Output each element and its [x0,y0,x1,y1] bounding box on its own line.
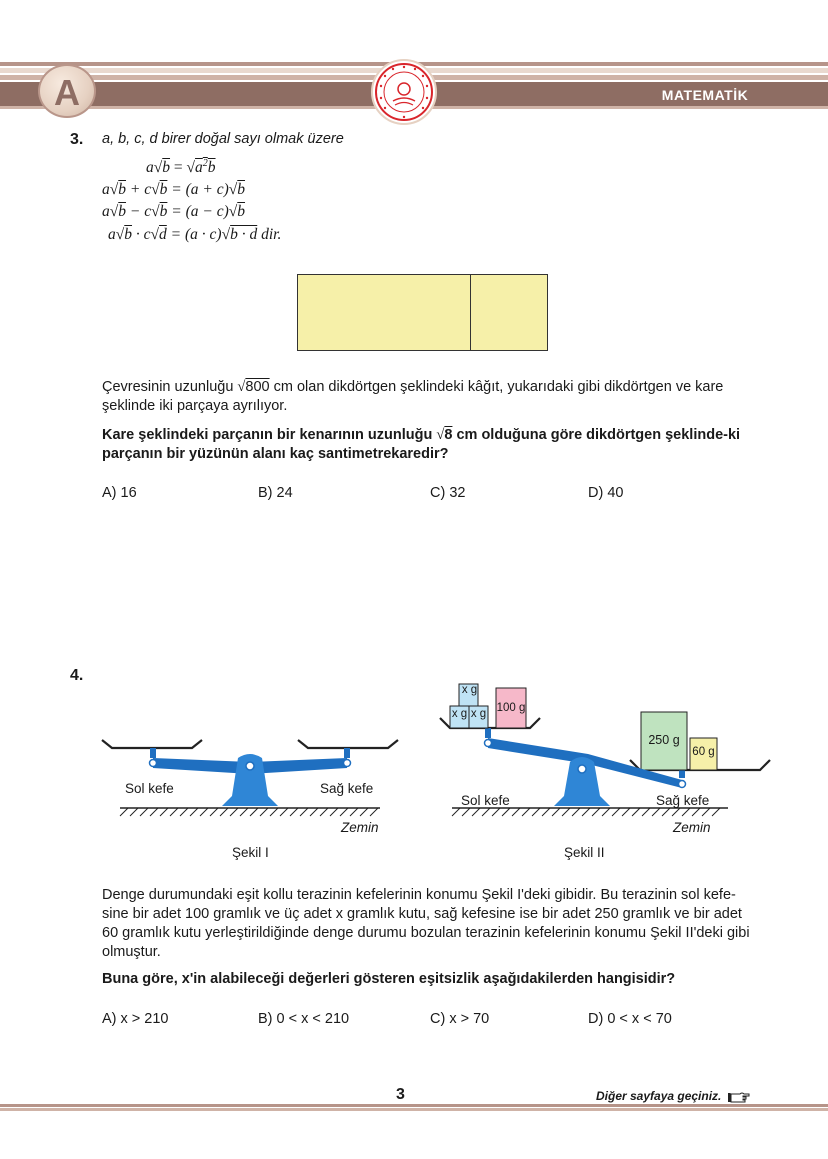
q4-option-c[interactable]: C) x > 70 [430,1011,490,1027]
formula-2: a√b + c√b = (a + c)√b [102,181,246,198]
q3-option-a[interactable]: A) 16 [102,485,137,501]
subject-title: MATEMATİK [661,87,749,103]
fig2-right-pan-label: Sağ kefe [656,793,710,808]
fig2-caption: Şekil II [564,845,605,860]
next-page-note: Diğer sayfaya geçiniz. [596,1089,750,1103]
question-4-number: 4. [70,667,84,684]
question-3-intro: a, b, c, d birer doğal sayı olmak üzere [102,131,344,147]
box-250g-label: 250 g [648,733,680,747]
q4-option-b[interactable]: B) 0 < x < 210 [258,1011,350,1027]
box-x-left-label: x g [451,708,468,720]
fig1-caption: Şekil I [232,845,269,860]
q3-option-c[interactable]: C) 32 [430,485,466,501]
box-60g-label: 60 g [692,746,715,758]
booklet-type-badge: A [38,64,96,118]
formula-4: a√b · c√d = (a · c)√b · d dir. [108,226,282,243]
formula-3: a√b − c√b = (a − c)√b [102,203,246,220]
question-3-number: 3. [70,131,84,148]
paper-cut-line [470,274,472,351]
box-x-top-label: x g [461,684,478,696]
q4-option-a[interactable]: A) x > 210 [102,1011,169,1027]
box-x-right-label: x g [470,708,487,720]
paper-rectangle-figure [297,274,548,351]
q4-option-d[interactable]: D) 0 < x < 70 [588,1011,672,1027]
box-100g-label: 100 g [496,702,526,714]
fig2-left-pan-label: Sol kefe [461,793,510,808]
ministry-seal-logo [371,59,437,125]
formula-1: a√b = √a2b [146,158,216,177]
footer-band [0,1104,828,1111]
pointing-hand-icon [727,1092,750,1103]
fig1-left-pan-label: Sol kefe [125,781,174,796]
q3-option-b[interactable]: B) 24 [258,485,293,501]
q3-option-d[interactable]: D) 40 [588,485,624,501]
booklet-type-letter: A [54,72,80,113]
scale-figure-1 [101,739,399,817]
fig1-right-pan-label: Sağ kefe [320,781,374,796]
question-3-paragraph: Çevresinin uzunluğu √800 cm olan dikdört… [102,379,724,414]
fig1-ground-label: Zemin [341,820,379,835]
fig2-ground-label: Zemin [673,820,711,835]
question-4-paragraph: Denge durumundaki eşit kollu terazinin k… [102,887,750,960]
scale-figure-2 [439,683,771,817]
question-4-prompt: Buna göre, x'in alabileceği değerleri gö… [102,971,676,987]
question-3-prompt: Kare şeklindeki parçanın bir kenarının u… [102,427,741,462]
page-number: 3 [396,1086,405,1103]
